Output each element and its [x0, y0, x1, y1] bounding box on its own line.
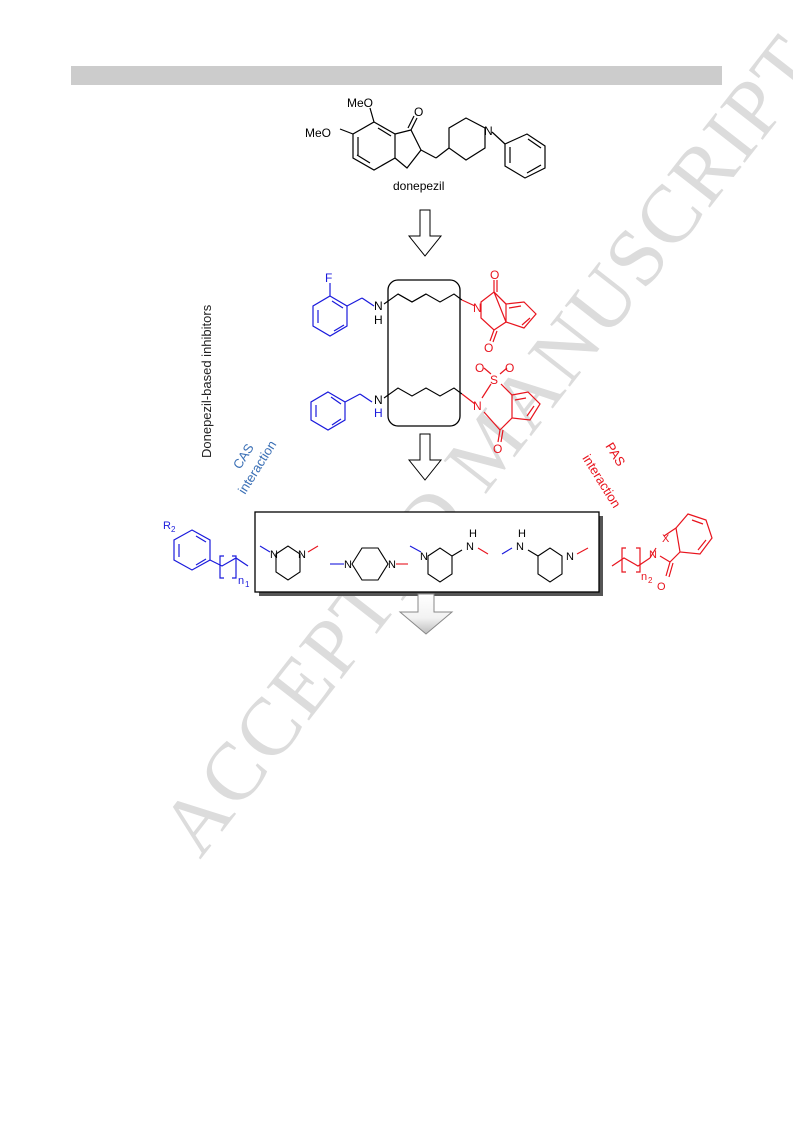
general-pas-heterocycle — [611, 513, 713, 578]
fragment-aminopiperidine-1 — [409, 545, 489, 583]
meo-label-1: MeO — [347, 96, 373, 110]
general-o-red: O — [657, 581, 666, 593]
piperidine-n-label: N — [484, 124, 493, 138]
general-n-red: N — [649, 549, 657, 561]
pas-label-line1: PAS — [602, 440, 628, 469]
lower-inhibitor-cas — [310, 391, 373, 431]
lower-s-label: S — [490, 373, 498, 387]
meo-label-2: MeO — [305, 126, 331, 140]
fragment-aminopiperidine-2 — [501, 547, 589, 583]
x-label: X — [662, 533, 670, 545]
frag3-nh-n: N — [466, 541, 474, 553]
lower-o2: O — [505, 361, 514, 375]
upper-nh-n: N — [374, 299, 383, 313]
lower-inhibitor-pas — [461, 367, 541, 443]
frag4-n-ring: N — [566, 551, 574, 563]
n1-sub: 1 — [245, 580, 250, 589]
frag1-n2: N — [298, 549, 306, 561]
frag3-n-ring: N — [420, 551, 428, 563]
fluorine-label: F — [325, 271, 332, 285]
frag4-nh-n: N — [516, 541, 524, 553]
frag1-n1: N — [270, 549, 278, 561]
arrow-down-2 — [407, 433, 443, 481]
arrow-down-1 — [407, 209, 443, 257]
ketone-o-label: O — [414, 105, 423, 119]
lower-o1: O — [475, 361, 484, 375]
upper-n-red: N — [473, 301, 482, 315]
upper-inhibitor-cas — [312, 283, 375, 337]
fragment-piperazine — [330, 547, 408, 581]
r-label: R — [163, 520, 171, 532]
lower-linker — [383, 387, 463, 399]
frag4-nh-h: H — [518, 528, 526, 540]
upper-o-top: O — [490, 268, 499, 282]
n1-label: n — [238, 575, 244, 587]
lower-n-red: N — [473, 399, 482, 413]
r-sub: 2 — [171, 525, 176, 534]
lower-nh-n: N — [374, 393, 383, 407]
upper-o-bottom: O — [484, 341, 493, 355]
upper-inhibitor-pas — [461, 280, 537, 343]
arrow-down-3 — [398, 593, 454, 635]
upper-nh-h: H — [374, 313, 383, 327]
watermark: ACCEPTED MANUSCRIPT — [142, 19, 793, 872]
linker-box — [387, 279, 461, 427]
side-title: Donepezil-based inhibitors — [199, 304, 214, 458]
diamine-box — [254, 511, 600, 593]
donepezil-structure — [339, 107, 546, 179]
donepezil-label: donepezil — [393, 179, 444, 193]
lower-nh-h: H — [374, 406, 383, 420]
n2-label: n — [641, 571, 647, 583]
frag2-n1: N — [344, 559, 352, 571]
n2-sub: 2 — [648, 576, 653, 585]
frag3-nh-h: H — [469, 528, 477, 540]
general-cas-aryl — [173, 529, 249, 579]
frag2-n2: N — [388, 559, 396, 571]
lower-o3: O — [493, 442, 502, 456]
header-bar — [71, 66, 722, 85]
fragment-pyrimidine — [259, 545, 319, 581]
